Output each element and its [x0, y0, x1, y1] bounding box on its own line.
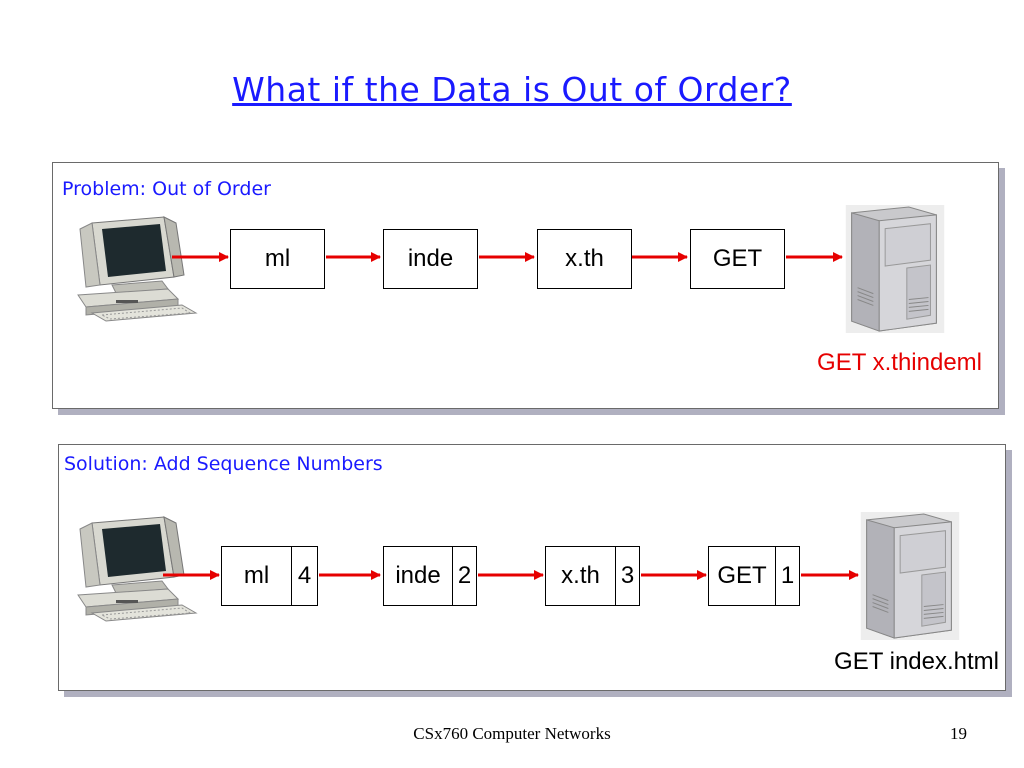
packet-data: GET: [712, 245, 763, 272]
packet: x.th: [537, 229, 632, 289]
packet: GET: [690, 229, 785, 289]
packet: ml 4: [221, 546, 318, 606]
problem-panel: [52, 162, 999, 409]
solution-panel: [58, 444, 1006, 691]
packet-data: ml: [264, 245, 291, 272]
sequence-number: 2: [452, 547, 476, 605]
sequence-number: 3: [615, 547, 639, 605]
packet-data: inde: [395, 562, 441, 589]
packet-data: x.th: [565, 245, 604, 272]
packet-data: x.th: [561, 562, 600, 589]
solution-result: GET index.html: [834, 648, 999, 675]
slide-title: What if the Data is Out of Order?: [232, 70, 792, 109]
problem-result: GET x.thindeml: [817, 349, 982, 376]
packet: x.th 3: [545, 546, 640, 606]
sequence-number: 1: [775, 547, 799, 605]
packet-data: ml: [243, 562, 270, 589]
packet: inde: [383, 229, 478, 289]
footer-course: CSx760 Computer Networks: [413, 724, 611, 743]
solution-label: Solution: Add Sequence Numbers: [64, 453, 383, 475]
packet: GET 1: [708, 546, 800, 606]
packet-data: inde: [407, 245, 454, 272]
sequence-number: 4: [291, 547, 317, 605]
packet: ml: [230, 229, 325, 289]
packet-data: GET: [717, 562, 767, 589]
problem-label: Problem: Out of Order: [62, 178, 271, 200]
packet: inde 2: [383, 546, 477, 606]
page-number: 19: [950, 724, 967, 743]
